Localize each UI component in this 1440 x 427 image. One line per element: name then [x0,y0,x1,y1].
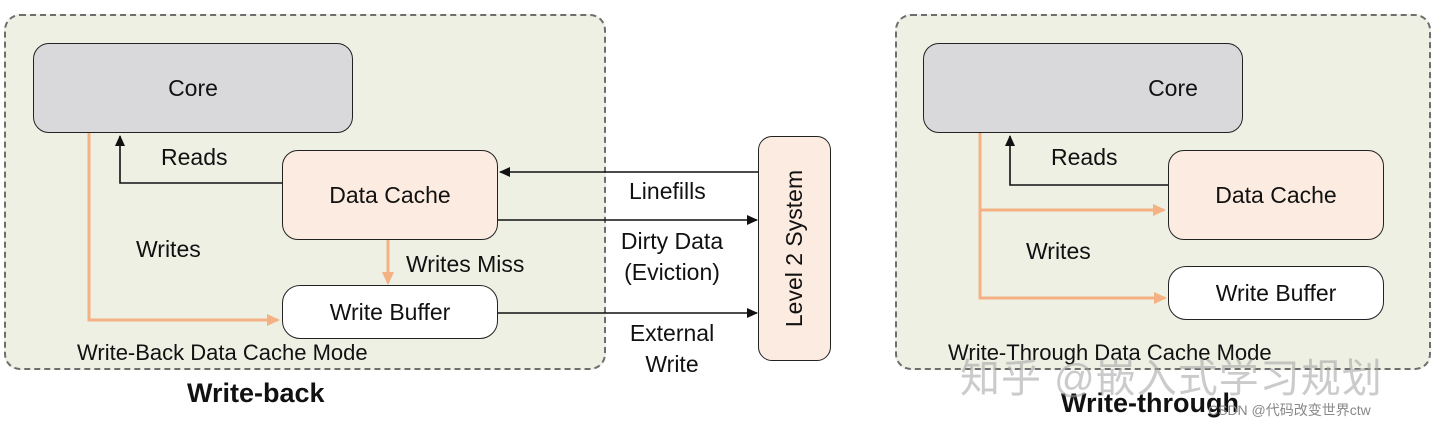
level2-system-box: Level 2 System [758,136,831,361]
write-text: Write [645,351,699,378]
wb-data-cache-label: Data Cache [329,181,451,208]
wt-core-label: Core [1148,74,1198,101]
wb-reads-label: Reads [161,144,228,170]
wt-title: Write-through [1061,388,1239,418]
wb-core-box: Core [33,43,353,133]
wb-writes-arrow [87,133,280,326]
wb-panel-caption: Write-Back Data Cache Mode [77,340,368,365]
wt-panel-caption: Write-Through Data Cache Mode [948,340,1272,365]
external-text: External [629,320,715,346]
wt-data-cache-box: Data Cache [1168,150,1384,240]
level2-system-label: Level 2 System [781,169,807,328]
wb-writes-label: Writes [136,236,201,262]
wt-write-buffer-box: Write Buffer [1168,266,1384,320]
wt-data-cache-label: Data Cache [1215,181,1337,208]
dirty-data-label: Dirty Data (Eviction) [612,226,732,288]
wt-writes-label: Writes [1026,238,1091,264]
dirty-data-text: Dirty Data [620,228,724,254]
wt-reads-arrow [1005,135,1168,186]
wt-write-buffer-label: Write Buffer [1215,279,1337,306]
wt-core-box: Core [923,43,1243,133]
external-write-label: External Write [612,318,732,380]
csdn-credit: CSDN @代码改变世界ctw [1208,402,1371,418]
wb-core-label: Core [168,74,218,101]
wb-write-buffer-box: Write Buffer [282,285,498,339]
wb-writes-miss-label: Writes Miss [406,251,525,277]
wt-writes-arrow-buffer [978,210,1167,304]
zhihu-watermark: 知乎 @嵌入式学习规划 [960,357,1383,401]
linefills-label: Linefills [629,178,706,204]
wt-reads-label: Reads [1051,144,1118,170]
wb-data-cache-box: Data Cache [282,150,498,240]
wb-write-buffer-label: Write Buffer [329,298,451,325]
wb-title: Write-back [187,378,325,408]
eviction-text: (Eviction) [624,259,720,286]
wb-reads-arrow [115,135,282,184]
